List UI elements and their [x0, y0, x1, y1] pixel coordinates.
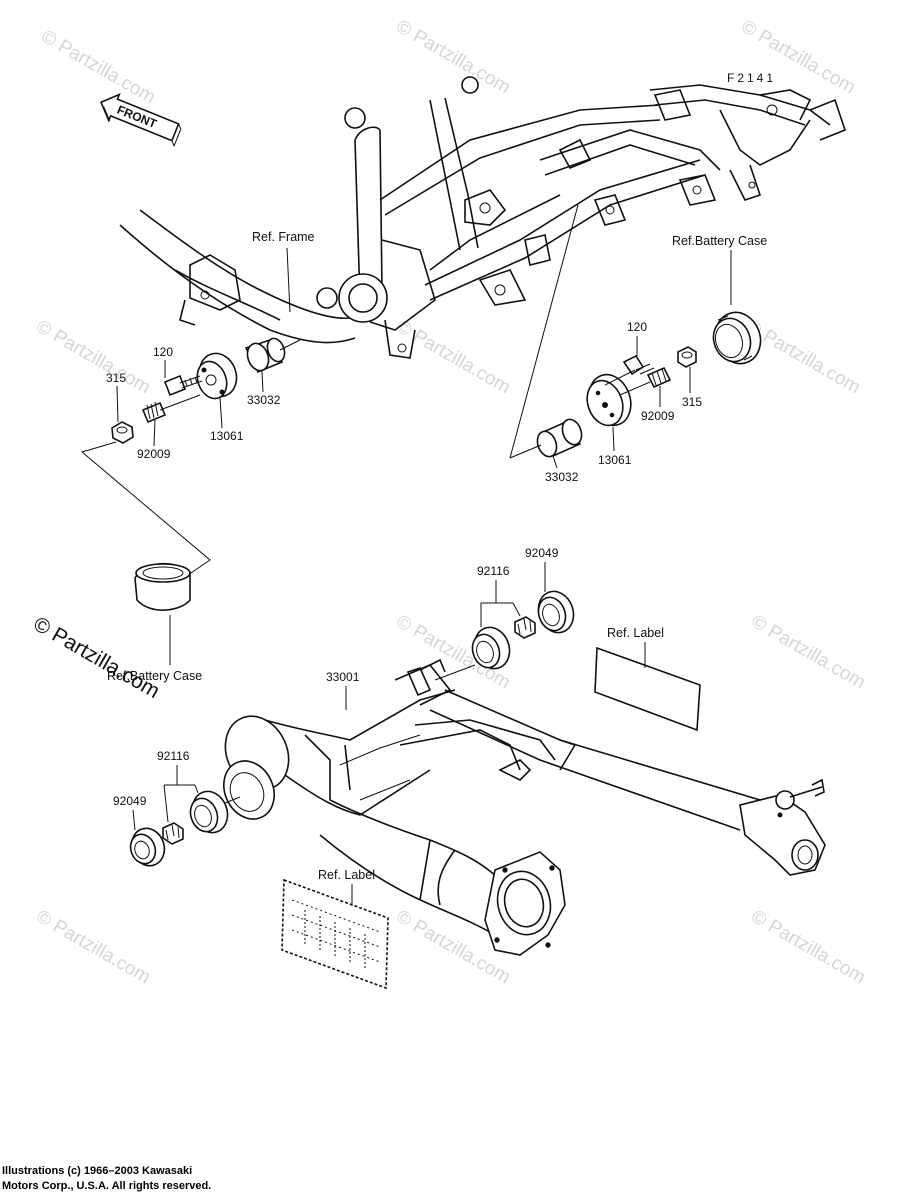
callout-right-bracket: 13061 — [598, 453, 632, 467]
callout-left-bracket: 13061 — [210, 429, 244, 443]
watermark: © Partzilla.com — [33, 906, 154, 988]
leader-line — [80, 441, 211, 578]
lower-pivot-parts — [129, 790, 241, 867]
label-sticker-bottom — [281, 878, 389, 990]
callout-upper-bearing: 92116 — [477, 564, 510, 578]
right-damper-group — [536, 346, 697, 458]
label-sticker-right — [594, 646, 701, 732]
watermark: © Partzilla.com — [748, 906, 869, 988]
watermark: © Partzilla.com — [738, 16, 859, 98]
callout-left-nut: 315 — [106, 371, 126, 385]
callout-lower-bearing: 92116 — [157, 749, 190, 763]
watermark-prominent: © Partzilla.com — [30, 612, 164, 703]
battery-case-grommet-left — [134, 562, 191, 611]
callout-ref-battery-case-left: Ref.Battery Case — [107, 669, 202, 683]
callout-right-stud: 92009 — [641, 409, 675, 423]
callout-swingarm: 33001 — [326, 670, 360, 684]
figure-code: F2141 — [727, 71, 776, 85]
copyright-line-1: Illustrations (c) 1966–2003 Kawasaki — [2, 1165, 192, 1177]
callout-lower-seal: 92049 — [113, 794, 147, 808]
leader-line — [509, 204, 579, 459]
callout-right-damper: 33032 — [545, 470, 579, 484]
callout-left-bolt: 120 — [153, 345, 173, 359]
callout-ref-frame: Ref. Frame — [252, 230, 315, 244]
callout-right-bolt: 120 — [627, 320, 647, 334]
callout-right-nut: 315 — [682, 395, 702, 409]
watermark: © Partzilla.com — [393, 16, 514, 98]
callout-left-damper: 33032 — [247, 393, 281, 407]
left-damper-group — [111, 337, 301, 444]
battery-case-grommet-right — [712, 311, 762, 365]
swingarm — [223, 658, 826, 956]
watermark: © Partzilla.com — [748, 611, 869, 693]
callout-upper-seal: 92049 — [525, 546, 559, 560]
motorcycle-frame — [119, 76, 846, 359]
watermark: © Partzilla.com — [743, 316, 864, 398]
watermark: © Partzilla.com — [38, 26, 159, 108]
callout-left-stud: 92009 — [137, 447, 171, 461]
callout-ref-battery-case-top: Ref.Battery Case — [672, 234, 767, 248]
watermark: © Partzilla.com — [33, 316, 154, 398]
callout-ref-label-bottom: Ref. Label — [318, 868, 375, 882]
copyright-line-2: Motors Corp., U.S.A. All rights reserved… — [2, 1180, 211, 1192]
callout-ref-label-right: Ref. Label — [607, 626, 664, 640]
leader-line — [509, 444, 542, 459]
upper-pivot-parts — [434, 590, 575, 681]
